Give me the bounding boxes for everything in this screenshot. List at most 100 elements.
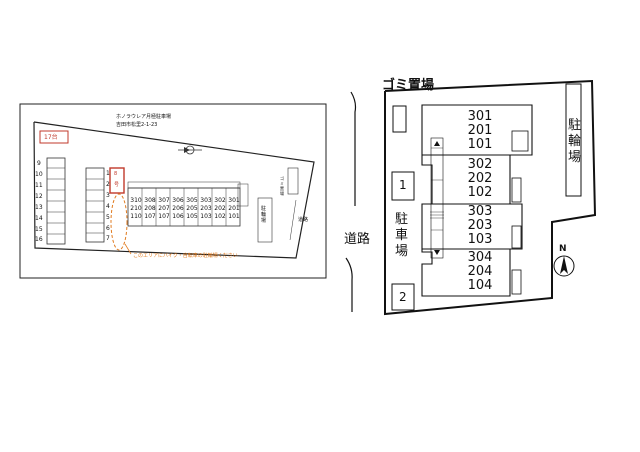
unit-number: 208 xyxy=(144,205,156,212)
unit-number: 104 xyxy=(467,278,493,293)
unit-column: 306 206 106 xyxy=(171,197,185,221)
left-bike-shed xyxy=(257,197,273,243)
unit-number: 105 xyxy=(186,213,198,220)
parking-space-2-label: 2 xyxy=(399,290,407,304)
unit-number: 206 xyxy=(172,205,184,212)
stall-number: 7 xyxy=(106,235,110,242)
parking-space-1 xyxy=(391,171,415,201)
unit-number: 207 xyxy=(158,205,170,212)
parking-space-1-label: 1 xyxy=(399,178,407,192)
parking-space-2 xyxy=(391,283,415,311)
highlighted-stall xyxy=(109,167,125,194)
unit-number: 307 xyxy=(158,197,170,204)
stall-number: 9 xyxy=(37,160,41,167)
building-units-row-4: 304 204 104 xyxy=(462,251,498,293)
unit-column: 302 202 102 xyxy=(213,197,227,221)
unit-number: 107 xyxy=(144,213,156,220)
left-map-address: 吉田市松里2-1-23 xyxy=(116,122,158,128)
unit-number: 202 xyxy=(467,171,493,186)
left-building-block xyxy=(127,181,249,227)
bike-area-note: このエリアにバイク・自転車の駐輪場ください xyxy=(133,253,238,259)
highlighted-stall-number: 8 xyxy=(114,171,118,177)
unit-column: 308 208 107 xyxy=(143,197,157,221)
bike-parking-label: 駐輪場 xyxy=(568,118,582,165)
unit-number: 202 xyxy=(214,205,226,212)
apartment-building xyxy=(421,104,533,297)
stall-number: 11 xyxy=(35,182,43,189)
unit-number: 201 xyxy=(467,123,493,138)
unit-number: 205 xyxy=(186,205,198,212)
stall-number: 13 xyxy=(35,204,43,211)
building-units-row-1: 301 201 101 xyxy=(462,110,498,152)
road-label: 道路 xyxy=(344,232,371,247)
left-map-title: ホノラウレア月極駐車場 xyxy=(116,114,172,120)
unit-number: 110 xyxy=(130,213,142,220)
stall-number: 5 xyxy=(106,214,110,221)
unit-number: 305 xyxy=(186,197,198,204)
unit-column: 301 201 101 xyxy=(227,197,241,221)
building-units-row-2: 302 202 102 xyxy=(462,158,498,200)
corner-badge-label: 17台 xyxy=(44,134,58,141)
unit-number: 303 xyxy=(200,197,212,204)
left-garbage-box xyxy=(287,167,299,195)
left-map-frame xyxy=(19,103,327,279)
unit-number: 303 xyxy=(467,204,493,219)
unit-column: 303 203 103 xyxy=(199,197,213,221)
unit-number: 107 xyxy=(158,213,170,220)
unit-number: 102 xyxy=(214,213,226,220)
unit-column: 305 205 105 xyxy=(185,197,199,221)
unit-number: 302 xyxy=(214,197,226,204)
bike-area-oval xyxy=(110,193,128,251)
unit-number: 101 xyxy=(467,137,493,152)
north-label: N xyxy=(559,244,567,254)
left-road-label: 道路 xyxy=(298,217,309,223)
unit-number: 301 xyxy=(228,197,240,204)
garbage-box xyxy=(392,105,407,133)
road-edge-upper xyxy=(350,91,357,206)
road-edge-lower xyxy=(345,257,353,312)
stall-number: 10 xyxy=(35,171,43,178)
unit-number: 310 xyxy=(130,197,142,204)
unit-number: 101 xyxy=(228,213,240,220)
bike-parking-box xyxy=(565,83,582,197)
bike-note-pointer xyxy=(124,243,132,255)
stall-number: 2 xyxy=(106,181,110,188)
garbage-label: ゴミ置場 xyxy=(382,78,435,93)
corner-badge-frame xyxy=(39,130,69,144)
unit-column: 307 207 107 xyxy=(157,197,171,221)
unit-number: 308 xyxy=(144,197,156,204)
stall-number: 3 xyxy=(106,192,110,199)
unit-number: 304 xyxy=(467,250,493,265)
unit-number: 201 xyxy=(228,205,240,212)
stall-number: 14 xyxy=(35,215,43,222)
unit-number: 306 xyxy=(172,197,184,204)
stall-number: 6 xyxy=(106,225,110,232)
car-parking-label: 駐車場 xyxy=(395,212,409,259)
left-lot-boundary xyxy=(33,121,315,259)
unit-number: 210 xyxy=(130,205,142,212)
unit-number: 203 xyxy=(200,205,212,212)
unit-number: 203 xyxy=(467,218,493,233)
left-stall-column xyxy=(46,157,66,245)
unit-number: 103 xyxy=(467,232,493,247)
unit-column: 310 210 110 xyxy=(129,197,143,221)
unit-number: 204 xyxy=(467,264,493,279)
left-bike-shed-label: 駐輪場 xyxy=(261,206,267,224)
stall-number: 15 xyxy=(35,226,43,233)
right-site-boundary xyxy=(384,79,597,316)
left-garbage-label: ゴミ置場 xyxy=(280,176,284,196)
stall-number: 4 xyxy=(106,203,110,210)
unit-number: 301 xyxy=(467,109,493,124)
building-units-row-3: 303 203 103 xyxy=(462,205,498,247)
middle-stall-column xyxy=(85,167,105,243)
unit-number: 102 xyxy=(467,185,493,200)
stall-number: 1 xyxy=(106,170,110,177)
unit-number: 103 xyxy=(200,213,212,220)
unit-number: 302 xyxy=(467,157,493,172)
unit-number: 106 xyxy=(172,213,184,220)
stall-number: 16 xyxy=(35,236,43,243)
stall-number: 12 xyxy=(35,193,43,200)
highlighted-stall-suffix: 号 xyxy=(114,182,120,188)
